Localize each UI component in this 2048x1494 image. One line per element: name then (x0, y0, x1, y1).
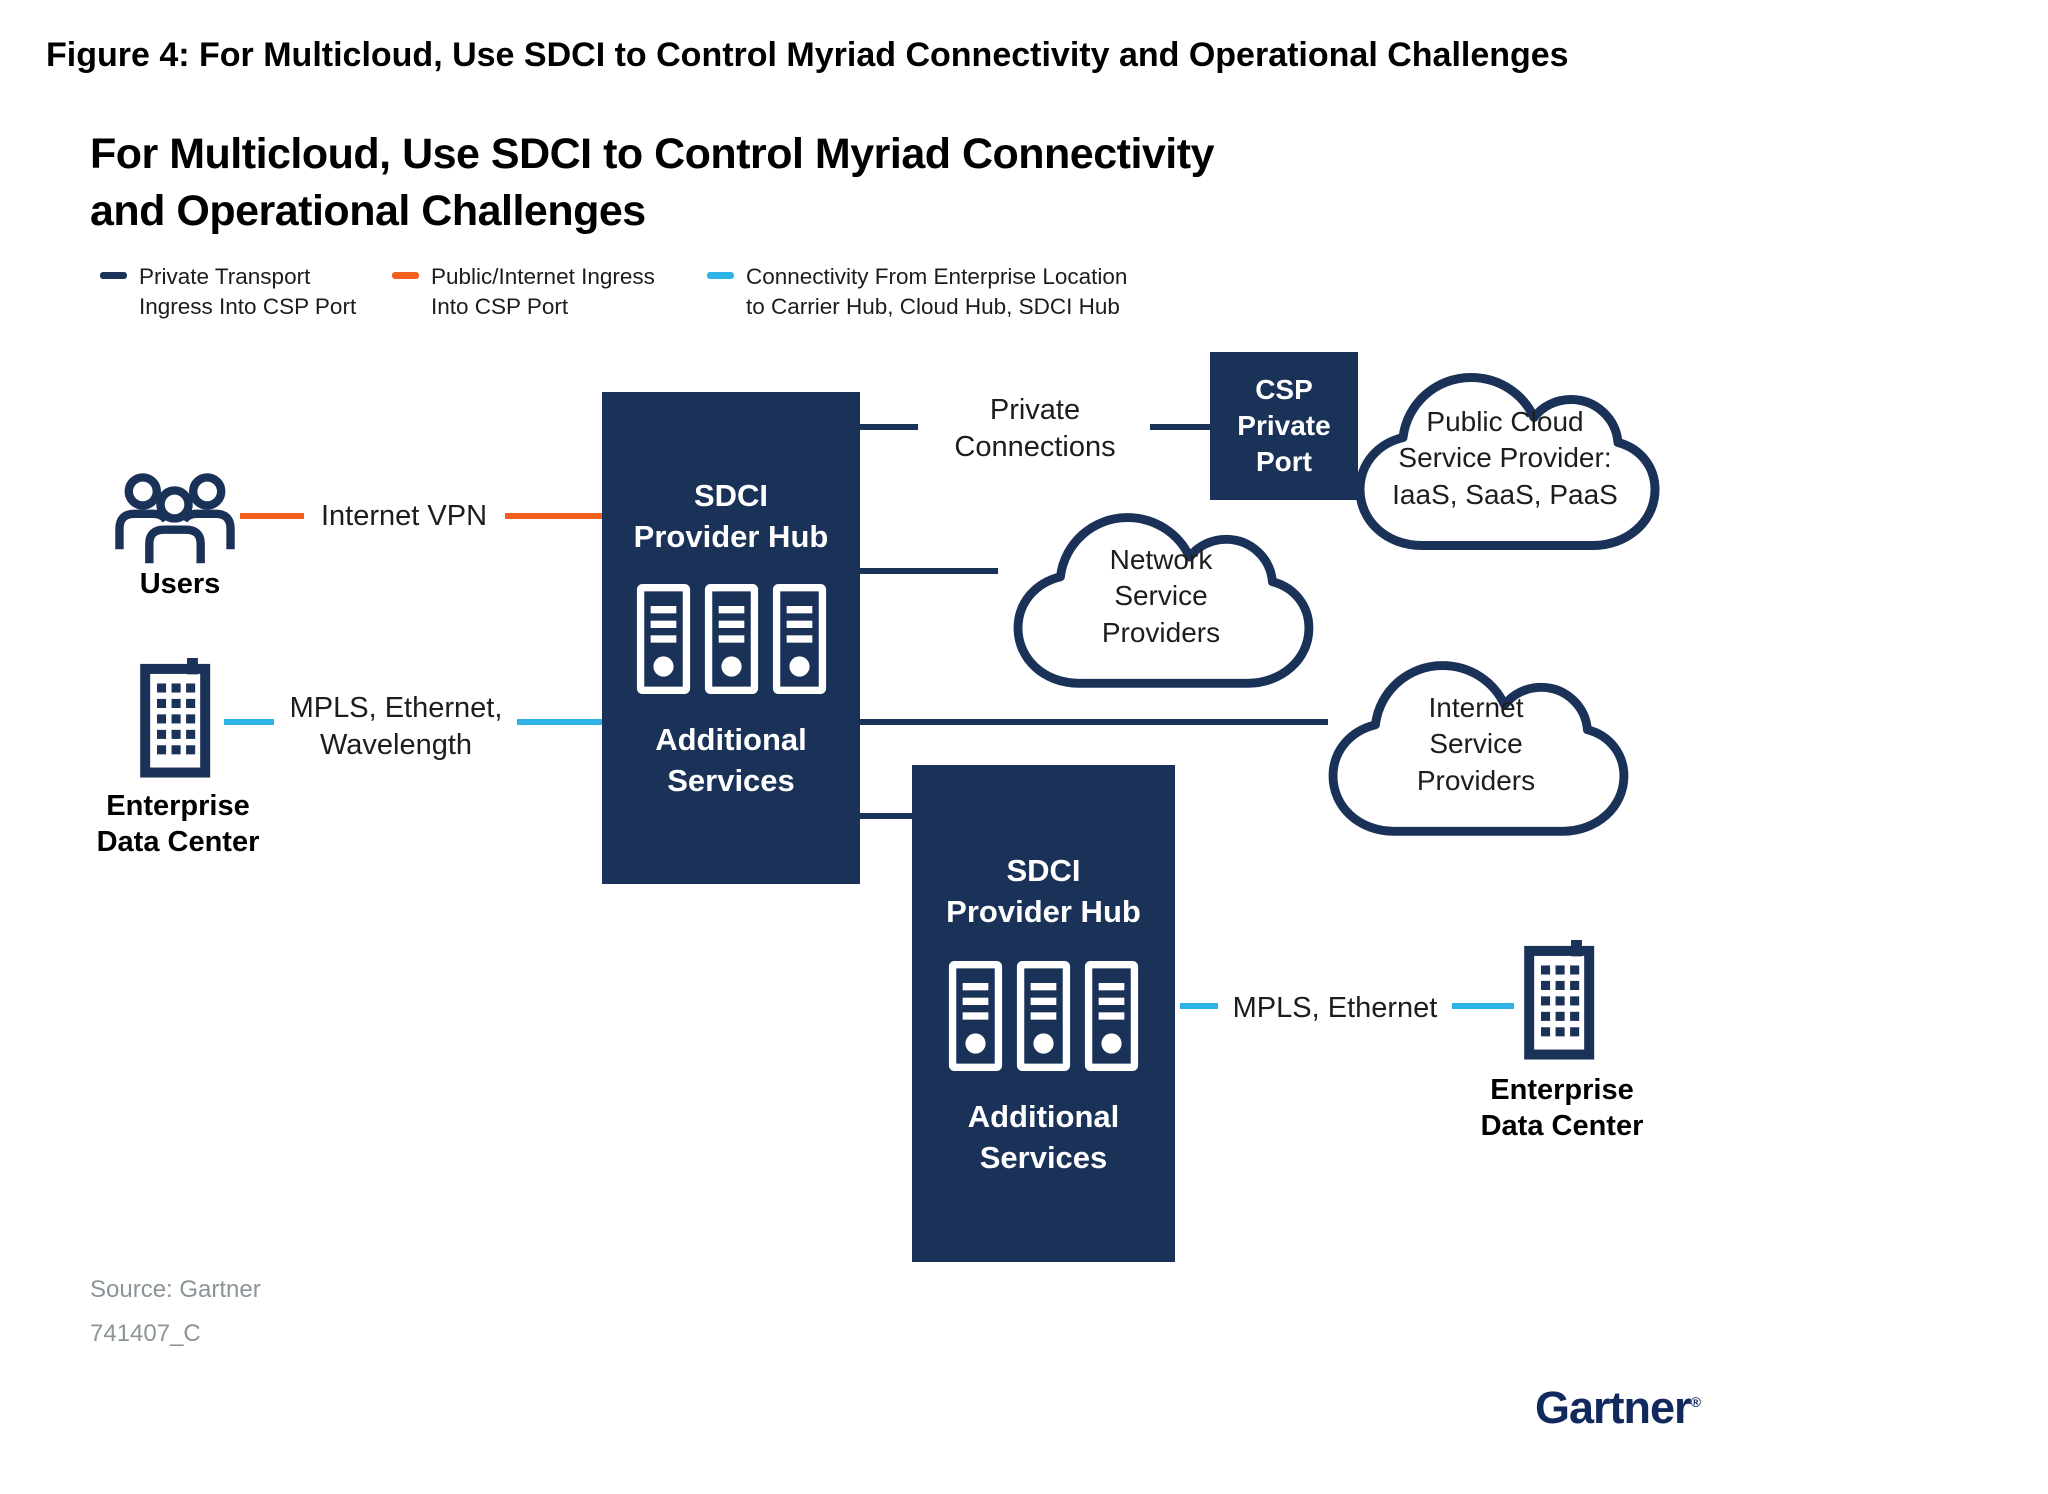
isp-line3: Providers (1416, 764, 1536, 796)
csp-line2: Private (1237, 410, 1331, 442)
enterprise-dc-left-line1: Enterprise (106, 790, 250, 822)
gartner-logo-text: Gartner (1535, 1382, 1692, 1433)
legend-item-private-transport: Private Transport Ingress Into CSP Port (100, 262, 356, 321)
enterprise-dc-right-icon (1520, 940, 1602, 1065)
mpls-wavelength-line-right (517, 719, 602, 725)
enterprise-dc-right-label: Enterprise Data Center (1447, 1072, 1677, 1145)
sdci-hub-2-services: Additional Services (912, 1097, 1175, 1179)
internet-vpn-line-right (505, 513, 602, 519)
internet-service-providers-node: Internet Service Providers (1310, 638, 1642, 850)
legend-line: Ingress Into CSP Port (139, 293, 357, 319)
enterprise-dc-left-label: Enterprise Data Center (63, 788, 293, 861)
legend-item-enterprise-connectivity: Connectivity From Enterprise Location to… (707, 262, 1127, 321)
registered-mark-icon: ® (1690, 1394, 1701, 1410)
doc-id: 741407_C (90, 1320, 201, 1347)
enterprise-dc-right-line2: Data Center (1480, 1110, 1644, 1143)
network-service-providers-node: Network Service Providers (995, 490, 1327, 702)
private-connections-line-right (1150, 424, 1210, 430)
internet-vpn-label: Internet VPN (310, 498, 498, 535)
sdci-hub-1-servers-icon (602, 584, 860, 694)
legend-line: to Carrier Hub, Cloud Hub, SDCI Hub (746, 293, 1120, 319)
users-label: Users (85, 566, 275, 602)
mpls-wavelength-line1: MPLS, Ethernet, (289, 692, 503, 724)
isp-line2: Service (1429, 728, 1523, 760)
public-cloud-line1: Public Cloud (1426, 406, 1584, 437)
diagram-title-line2: and Operational Challenges (90, 186, 646, 235)
sdci-hub-2-title: SDCI Provider Hub (912, 851, 1175, 933)
sdci-provider-hub-2: SDCI Provider Hub Additional Services (912, 765, 1175, 1262)
nsp-line2: Service (1114, 580, 1208, 612)
csp-private-port-label: CSP Private Port (1237, 372, 1330, 479)
legend-dash-blue-icon (707, 272, 734, 279)
legend-label: Connectivity From Enterprise Location to… (746, 262, 1127, 321)
cloud-icon (1328, 661, 1629, 836)
private-connections-line1: Private (989, 394, 1081, 426)
sdci-hub-2-servers-icon (912, 961, 1175, 1071)
legend-label: Private Transport Ingress Into CSP Port (139, 262, 356, 321)
hub1-to-isp-line (858, 719, 1328, 725)
hub1-to-nsp-line (858, 568, 998, 574)
mpls-wavelength-label: MPLS, Ethernet, Wavelength (283, 690, 509, 764)
sdci-hub-1-services-line2: Services (667, 762, 795, 798)
public-cloud-line2: Service Provider: (1398, 442, 1612, 474)
mpls-ethernet-line-right (1452, 1003, 1514, 1009)
isp-line1: Internet (1428, 692, 1524, 723)
enterprise-dc-left-line2: Data Center (96, 826, 260, 859)
figure-caption: Figure 4: For Multicloud, Use SDCI to Co… (46, 36, 1569, 74)
sdci-provider-hub-1: SDCI Provider Hub Additional Services (602, 392, 860, 884)
users-icon (112, 468, 238, 573)
csp-private-port-node: CSP Private Port (1210, 352, 1358, 500)
hub1-to-hub2-line (858, 813, 916, 819)
nsp-line1: Network (1109, 544, 1213, 575)
private-connections-line-left (858, 424, 918, 430)
legend-label: Public/Internet Ingress Into CSP Port (431, 262, 655, 321)
sdci-hub-1-title-line1: SDCI (693, 478, 769, 513)
enterprise-dc-left-icon (136, 658, 218, 783)
mpls-ethernet-text: MPLS, Ethernet (1232, 992, 1438, 1024)
mpls-ethernet-label: MPLS, Ethernet (1224, 990, 1446, 1027)
legend-dash-navy-icon (100, 272, 127, 279)
sdci-hub-2-services-line1: Additional (967, 1099, 1120, 1134)
sdci-hub-2-title-line1: SDCI (1006, 853, 1081, 888)
mpls-wavelength-line-left (224, 719, 274, 725)
legend-line: Public/Internet Ingress (431, 264, 655, 289)
legend-line: Private Transport (139, 264, 311, 289)
sdci-hub-1-services: Additional Services (602, 720, 860, 802)
source-note: Source: Gartner (90, 1276, 261, 1303)
public-cloud-node: Public Cloud Service Provider: IaaS, Saa… (1340, 348, 1670, 566)
diagram-title: For Multicloud, Use SDCI to Control Myri… (90, 126, 1215, 240)
private-connections-line2: Connections (954, 431, 1116, 464)
nsp-line3: Providers (1101, 616, 1221, 648)
cloud-icon (1355, 373, 1660, 550)
mpls-ethernet-line-left (1180, 1003, 1218, 1009)
sdci-hub-1-services-line1: Additional (655, 722, 807, 757)
sdci-hub-2-title-line2: Provider Hub (946, 893, 1141, 929)
mpls-wavelength-line2: Wavelength (319, 729, 473, 762)
sdci-hub-1-title-line2: Provider Hub (633, 518, 829, 554)
diagram-title-line1: For Multicloud, Use SDCI to Control Myri… (90, 130, 1215, 178)
csp-line3: Port (1256, 445, 1312, 477)
gartner-logo: Gartner® (1535, 1382, 1701, 1434)
legend-line: Connectivity From Enterprise Location (746, 264, 1128, 289)
sdci-hub-2-services-line2: Services (979, 1139, 1108, 1175)
public-cloud-line3: IaaS, SaaS, PaaS (1392, 478, 1618, 510)
public-cloud-label: Public Cloud Service Provider: IaaS, Saa… (1340, 404, 1670, 513)
private-connections-label: Private Connections (925, 392, 1145, 466)
legend-dash-orange-icon (392, 272, 419, 279)
internet-vpn-text: Internet VPN (320, 500, 488, 532)
internet-service-providers-label: Internet Service Providers (1310, 690, 1642, 799)
sdci-hub-1-title: SDCI Provider Hub (602, 476, 860, 558)
legend-line: Into CSP Port (431, 293, 569, 319)
users-label-text: Users (139, 568, 221, 600)
internet-vpn-line-left (240, 513, 304, 519)
network-service-providers-label: Network Service Providers (995, 542, 1327, 651)
legend-item-public-internet: Public/Internet Ingress Into CSP Port (392, 262, 655, 321)
csp-line1: CSP (1255, 374, 1313, 406)
cloud-icon (1013, 513, 1314, 688)
enterprise-dc-right-line1: Enterprise (1490, 1074, 1634, 1106)
